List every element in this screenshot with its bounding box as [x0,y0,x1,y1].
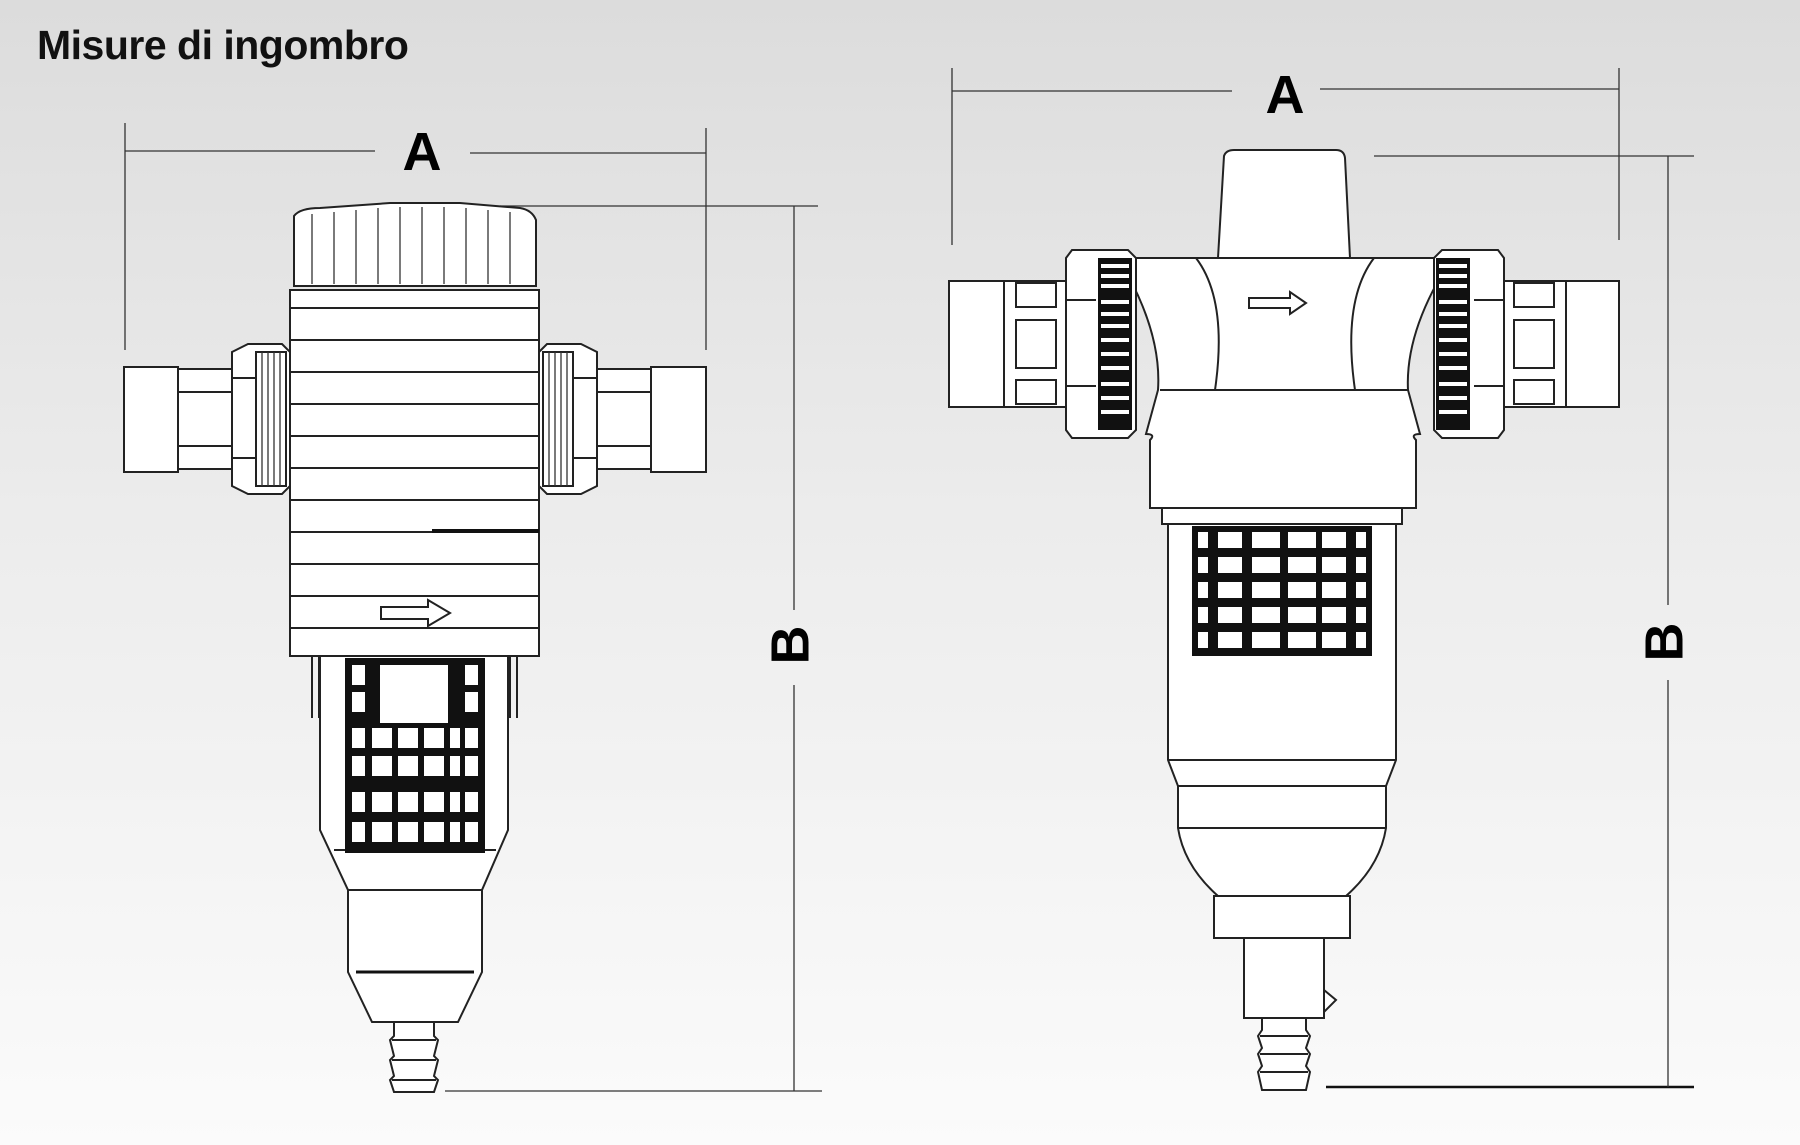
left-inlet-connector [123,343,291,495]
right-filter-drawing: A B [948,65,1694,1091]
left-main-body [289,289,540,657]
left-dimension-b: B [445,205,822,1092]
left-filter-drawing: A B [123,122,822,1093]
left-flow-arrow-icon [380,598,452,628]
right-dimension-b-label: B [1634,623,1694,662]
left-dimension-a-label: A [403,122,442,182]
right-dimension-a: A [951,65,1620,245]
right-main-body [1116,257,1454,509]
right-filter-bowl [1161,507,1403,939]
left-dimension-b-label: B [760,626,820,665]
left-filter-mesh [345,658,485,853]
left-filter-bowl [311,655,518,1023]
right-flow-arrow-icon [1248,290,1308,316]
right-top-knob [1216,149,1352,259]
right-outlet-connector [1433,249,1620,439]
left-drain-nipple [388,1021,440,1093]
right-dimension-b: B [1326,155,1694,1089]
right-filter-mesh [1192,526,1372,656]
page-title: Misure di ingombro [37,22,409,68]
right-inlet-connector [948,249,1137,439]
left-outlet-connector [538,343,707,495]
right-dimension-a-label: A [1266,65,1305,125]
right-drain-valve [1243,937,1338,1091]
left-top-knob [293,202,537,287]
left-dimension-a: A [124,122,707,350]
